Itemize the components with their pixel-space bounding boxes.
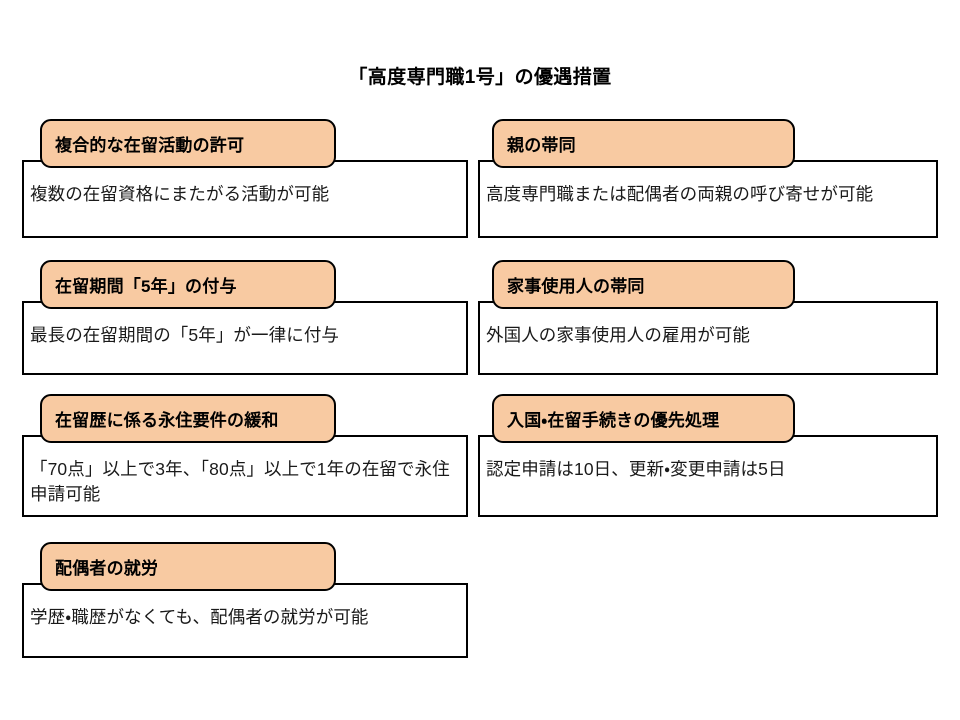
card-header-label-permanent-residence: 在留歴に係る永住要件の緩和 — [55, 411, 279, 430]
card-body-domestic-worker: 外国人の家事使用人の雇用が可能 — [478, 301, 938, 375]
card-header-parent-accompaniment: 親の帯同 — [492, 119, 795, 168]
card-body-multi-activity: 複数の在留資格にまたがる活動が可能 — [22, 160, 468, 238]
card-header-permanent-residence: 在留歴に係る永住要件の緩和 — [40, 394, 336, 443]
card-body-text-priority-processing: 認定申請は10日、更新・変更申請は5日 — [486, 459, 786, 479]
card-header-label-spouse-employment: 配偶者の就労 — [55, 559, 159, 578]
page-title: 「高度専門職1号」の優遇措置 — [348, 67, 612, 88]
card-header-multi-activity: 複合的な在留活動の許可 — [40, 119, 336, 168]
card-header-label-domestic-worker: 家事使用人の帯同 — [507, 277, 645, 296]
card-header-five-year-period: 在留期間「5年」の付与 — [40, 260, 336, 309]
card-header-label-five-year-period: 在留期間「5年」の付与 — [55, 277, 237, 296]
card-body-text-domestic-worker: 外国人の家事使用人の雇用が可能 — [486, 325, 750, 345]
card-header-label-parent-accompaniment: 親の帯同 — [507, 136, 576, 155]
card-body-text-permanent-residence: 「70点」以上で3年、「80点」以上で1年の在留で永住申請可能 — [30, 459, 450, 504]
card-body-permanent-residence: 「70点」以上で3年、「80点」以上で1年の在留で永住申請可能 — [22, 435, 468, 517]
card-header-domestic-worker: 家事使用人の帯同 — [492, 260, 795, 309]
card-header-spouse-employment: 配偶者の就労 — [40, 542, 336, 591]
card-body-text-five-year-period: 最長の在留期間の「5年」が一律に付与 — [30, 325, 340, 345]
card-body-five-year-period: 最長の在留期間の「5年」が一律に付与 — [22, 301, 468, 375]
card-body-parent-accompaniment: 高度専門職または配偶者の両親の呼び寄せが可能 — [478, 160, 938, 238]
card-body-text-spouse-employment: 学歴・職歴がなくても、配偶者の就労が可能 — [30, 607, 369, 627]
card-body-spouse-employment: 学歴・職歴がなくても、配偶者の就労が可能 — [22, 583, 468, 658]
card-header-label-multi-activity: 複合的な在留活動の許可 — [55, 136, 245, 155]
card-header-label-priority-processing: 入国・在留手続きの優先処理 — [507, 411, 720, 430]
card-body-text-parent-accompaniment: 高度専門職または配偶者の両親の呼び寄せが可能 — [486, 184, 874, 204]
card-body-priority-processing: 認定申請は10日、更新・変更申請は5日 — [478, 435, 938, 517]
card-body-text-multi-activity: 複数の在留資格にまたがる活動が可能 — [30, 184, 330, 204]
card-header-priority-processing: 入国・在留手続きの優先処理 — [492, 394, 795, 443]
